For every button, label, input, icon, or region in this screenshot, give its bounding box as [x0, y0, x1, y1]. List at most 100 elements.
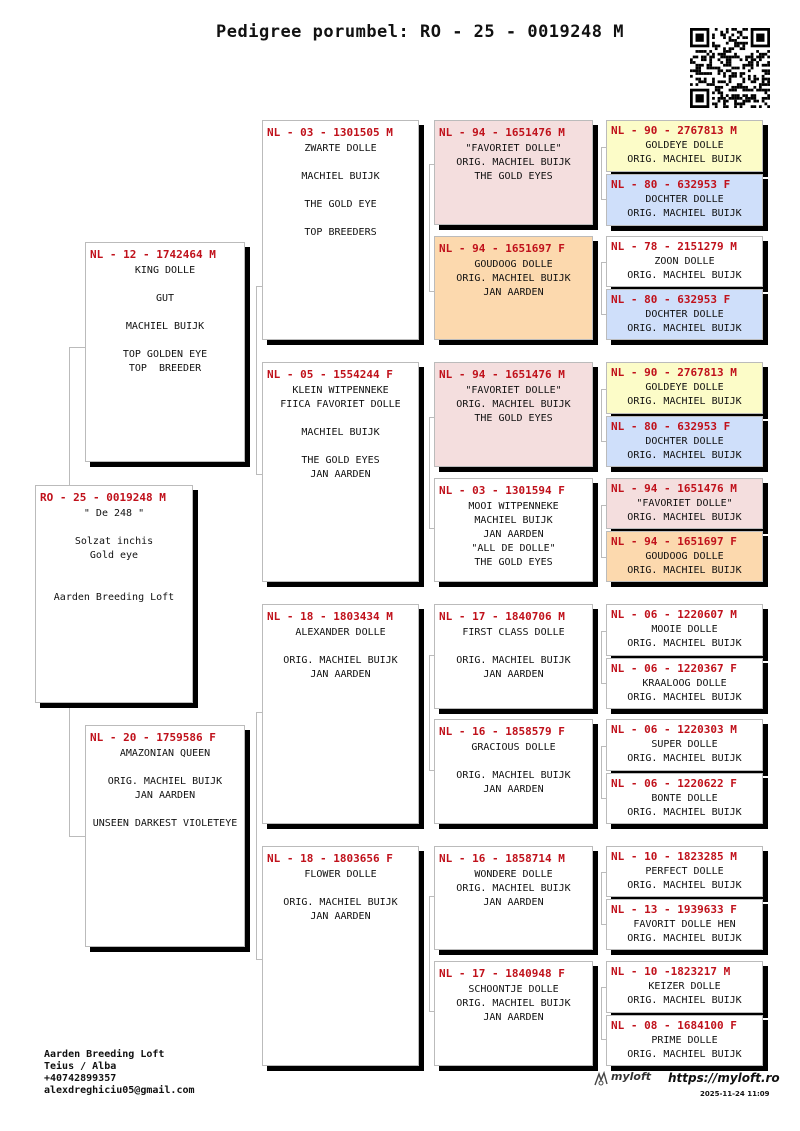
pedigree-subject-box[interactable]: RO - 25 - 0019248 M " De 248 " Solzat in…	[35, 485, 193, 703]
great-grandparent-box[interactable]: NL - 17 - 1840706 M FIRST CLASS DOLLE OR…	[434, 604, 593, 709]
grandparent-box[interactable]: NL - 03 - 1301505 M ZWARTE DOLLE MACHIEL…	[262, 120, 419, 340]
email-address: alexdreghiciu05@gmail.com	[44, 1085, 195, 1096]
ancestor-box[interactable]: NL - 06 - 1220622 F BONTE DOLLE ORIG. MA…	[606, 773, 763, 824]
great-grandparent-box[interactable]: NL - 03 - 1301594 F MOOI WITPENNEKE MACH…	[434, 478, 593, 582]
pigeon-details: FAVORIT DOLLE HEN ORIG. MACHIEL BUIJK	[627, 919, 742, 944]
ring-number: NL - 94 - 1651697 F	[439, 242, 565, 255]
pigeon-details: GOUDOOG DOLLE ORIG. MACHIEL BUIJK	[627, 551, 742, 576]
ring-number: NL - 16 - 1858579 F	[439, 725, 565, 738]
ring-number: NL - 20 - 1759586 F	[90, 731, 216, 744]
ring-number: NL - 05 - 1554244 F	[267, 368, 393, 381]
pigeon-details: SUPER DOLLE ORIG. MACHIEL BUIJK	[627, 739, 742, 764]
ring-number: NL - 06 - 1220367 F	[611, 662, 737, 675]
print-date: 2025-11-24 11:09	[700, 1090, 770, 1098]
pigeon-details: DOCHTER DOLLE ORIG. MACHIEL BUIJK	[627, 436, 742, 461]
ring-number: NL - 94 - 1651476 M	[611, 482, 737, 495]
ring-number: NL - 06 - 1220622 F	[611, 777, 737, 790]
connector	[601, 505, 606, 558]
pigeon-details: ZWARTE DOLLE MACHIEL BUIJK THE GOLD EYE …	[301, 143, 380, 238]
connector	[601, 262, 606, 315]
connector	[256, 286, 262, 475]
pigeon-details: "FAVORIET DOLLE" ORIG. MACHIEL BUIJK THE…	[456, 385, 571, 424]
pigeon-details: GOUDOOG DOLLE ORIG. MACHIEL BUIJK JAN AA…	[456, 259, 571, 298]
ring-number: NL - 13 - 1939633 F	[611, 903, 737, 916]
myloft-brand: myloft	[611, 1070, 652, 1083]
dam-box[interactable]: NL - 20 - 1759586 F AMAZONIAN QUEEN ORIG…	[85, 725, 245, 947]
ancestor-box[interactable]: NL - 06 - 1220367 F KRAALOOG DOLLE ORIG.…	[606, 658, 763, 709]
pigeon-details: "FAVORIET DOLLE" ORIG. MACHIEL BUIJK	[627, 498, 742, 523]
ancestor-box[interactable]: NL - 94 - 1651476 M "FAVORIET DOLLE" ORI…	[606, 478, 763, 529]
connector	[601, 389, 606, 442]
pigeon-details: DOCHTER DOLLE ORIG. MACHIEL BUIJK	[627, 309, 742, 334]
pigeon-details: ALEXANDER DOLLE ORIG. MACHIEL BUIJK JAN …	[283, 627, 398, 680]
pigeon-details: MOOI WITPENNEKE MACHIEL BUIJK JAN AARDEN…	[468, 501, 559, 568]
connector	[601, 631, 606, 684]
pigeon-details: SCHOONTJE DOLLE ORIG. MACHIEL BUIJK JAN …	[456, 984, 571, 1023]
pigeon-details: "FAVORIET DOLLE" ORIG. MACHIEL BUIJK THE…	[456, 143, 571, 182]
pigeon-details: ZOON DOLLE ORIG. MACHIEL BUIJK	[627, 256, 742, 281]
pigeon-details: GOLDEYE DOLLE ORIG. MACHIEL BUIJK	[627, 140, 742, 165]
phone-number: +40742899357	[44, 1073, 117, 1084]
sire-box[interactable]: NL - 12 - 1742464 M KING DOLLE GUT MACHI…	[85, 242, 245, 462]
ring-number: NL - 03 - 1301505 M	[267, 126, 393, 139]
ring-number: NL - 18 - 1803434 M	[267, 610, 393, 623]
ring-number: NL - 08 - 1684100 F	[611, 1019, 737, 1032]
connector	[601, 147, 606, 200]
ancestor-box[interactable]: NL - 08 - 1684100 F PRIME DOLLE ORIG. MA…	[606, 1015, 763, 1066]
ring-number: NL - 10 -1823217 M	[611, 965, 731, 978]
ancestor-box[interactable]: NL - 13 - 1939633 F FAVORIT DOLLE HEN OR…	[606, 899, 763, 950]
connector	[601, 872, 606, 925]
great-grandparent-box[interactable]: NL - 94 - 1651476 M "FAVORIET DOLLE" ORI…	[434, 120, 593, 225]
ring-number: NL - 90 - 2767813 M	[611, 124, 737, 137]
pigeon-details: FLOWER DOLLE ORIG. MACHIEL BUIJK JAN AAR…	[283, 869, 398, 922]
page-title: Pedigree porumbel: RO - 25 - 0019248 M	[216, 22, 624, 42]
ring-number: NL - 94 - 1651476 M	[439, 368, 565, 381]
great-grandparent-box[interactable]: NL - 17 - 1840948 F SCHOONTJE DOLLE ORIG…	[434, 961, 593, 1066]
ancestor-box[interactable]: NL - 78 - 2151279 M ZOON DOLLE ORIG. MAC…	[606, 236, 763, 287]
ancestor-box[interactable]: NL - 10 - 1823285 M PERFECT DOLLE ORIG. …	[606, 846, 763, 897]
qr-code-icon	[690, 28, 770, 108]
pigeon-details: KLEIN WITPENNEKE FIICA FAVORIET DOLLE MA…	[280, 385, 401, 480]
owner-contact: Aarden Breeding Loft Teius / Alba +40742…	[44, 1049, 195, 1097]
ancestor-box[interactable]: NL - 80 - 632953 F DOCHTER DOLLE ORIG. M…	[606, 416, 763, 467]
ancestor-box[interactable]: NL - 06 - 1220607 M MOOIE DOLLE ORIG. MA…	[606, 604, 763, 656]
pigeon-details: KING DOLLE GUT MACHIEL BUIJK TOP GOLDEN …	[122, 265, 208, 374]
ring-number: NL - 10 - 1823285 M	[611, 850, 737, 863]
ring-number: NL - 12 - 1742464 M	[90, 248, 216, 261]
connector	[601, 987, 606, 1040]
great-grandparent-box[interactable]: NL - 16 - 1858579 F GRACIOUS DOLLE ORIG.…	[434, 719, 593, 824]
ancestor-box[interactable]: NL - 90 - 2767813 M GOLDEYE DOLLE ORIG. …	[606, 362, 763, 414]
pigeon-details: KEIZER DOLLE ORIG. MACHIEL BUIJK	[627, 981, 742, 1006]
ring-number: NL - 16 - 1858714 M	[439, 852, 565, 865]
ancestor-box[interactable]: NL - 06 - 1220303 M SUPER DOLLE ORIG. MA…	[606, 719, 763, 771]
connector	[601, 746, 606, 799]
ancestor-box[interactable]: NL - 80 - 632953 F DOCHTER DOLLE ORIG. M…	[606, 174, 763, 226]
pigeon-details: FIRST CLASS DOLLE ORIG. MACHIEL BUIJK JA…	[456, 627, 571, 680]
ring-number: RO - 25 - 0019248 M	[40, 491, 166, 504]
loft-location: Teius / Alba	[44, 1061, 117, 1072]
grandparent-box[interactable]: NL - 18 - 1803434 M ALEXANDER DOLLE ORIG…	[262, 604, 419, 824]
ring-number: NL - 78 - 2151279 M	[611, 240, 737, 253]
great-grandparent-box[interactable]: NL - 16 - 1858714 M WONDERE DOLLE ORIG. …	[434, 846, 593, 950]
ancestor-box[interactable]: NL - 94 - 1651697 F GOUDOOG DOLLE ORIG. …	[606, 531, 763, 582]
grandparent-box[interactable]: NL - 05 - 1554244 F KLEIN WITPENNEKE FII…	[262, 362, 419, 582]
connector	[429, 655, 434, 771]
ancestor-box[interactable]: NL - 80 - 632953 F DOCHTER DOLLE ORIG. M…	[606, 289, 763, 340]
ring-number: NL - 17 - 1840948 F	[439, 967, 565, 980]
great-grandparent-box[interactable]: NL - 94 - 1651697 F GOUDOOG DOLLE ORIG. …	[434, 236, 593, 340]
ancestor-box[interactable]: NL - 10 -1823217 M KEIZER DOLLE ORIG. MA…	[606, 961, 763, 1013]
grandparent-box[interactable]: NL - 18 - 1803656 F FLOWER DOLLE ORIG. M…	[262, 846, 419, 1066]
ring-number: NL - 94 - 1651697 F	[611, 535, 737, 548]
ring-number: NL - 80 - 632953 F	[611, 178, 731, 191]
website-link[interactable]: https://myloft.ro	[668, 1071, 780, 1085]
ancestor-box[interactable]: NL - 90 - 2767813 M GOLDEYE DOLLE ORIG. …	[606, 120, 763, 172]
pigeon-details: PRIME DOLLE ORIG. MACHIEL BUIJK	[627, 1035, 742, 1060]
ring-number: NL - 18 - 1803656 F	[267, 852, 393, 865]
loft-name: Aarden Breeding Loft	[44, 1049, 165, 1060]
myloft-logo-icon	[594, 1071, 608, 1086]
pigeon-details: MOOIE DOLLE ORIG. MACHIEL BUIJK	[627, 624, 742, 649]
ring-number: NL - 80 - 632953 F	[611, 293, 731, 306]
great-grandparent-box[interactable]: NL - 94 - 1651476 M "FAVORIET DOLLE" ORI…	[434, 362, 593, 467]
pigeon-details: WONDERE DOLLE ORIG. MACHIEL BUIJK JAN AA…	[456, 869, 571, 908]
ring-number: NL - 17 - 1840706 M	[439, 610, 565, 623]
